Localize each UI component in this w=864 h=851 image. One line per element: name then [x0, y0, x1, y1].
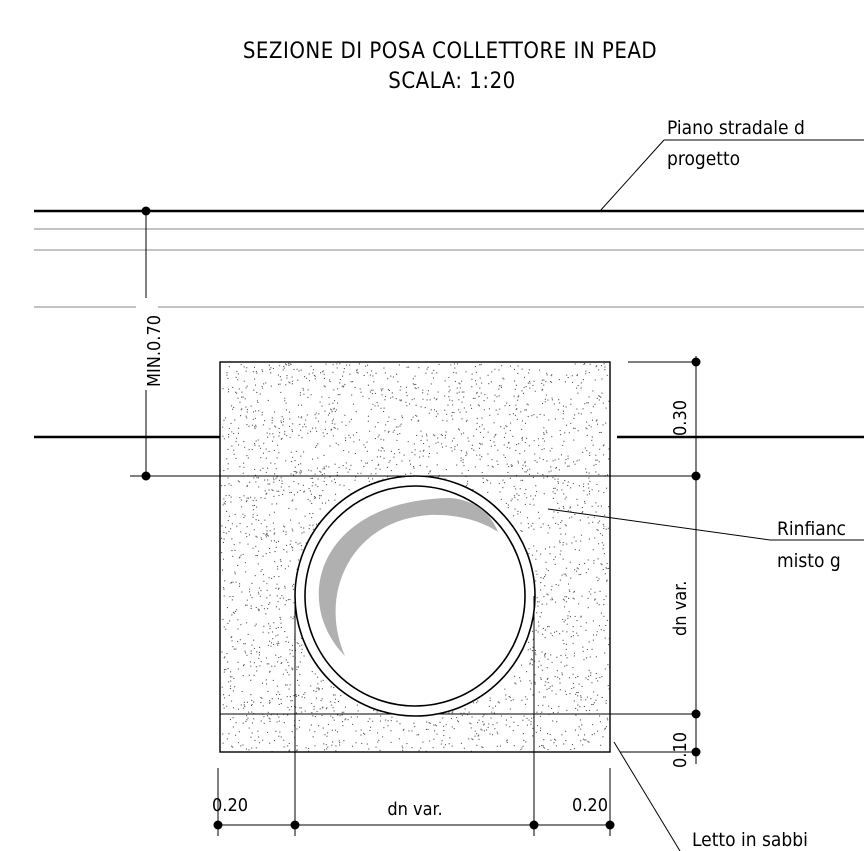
dim-node: [605, 820, 615, 830]
dim-text-mask: [136, 298, 158, 390]
pipe-height-dimension: dn var.: [670, 581, 691, 636]
trench-outline: [219, 361, 611, 753]
pipe-shading: [318, 498, 498, 656]
side-right-dimension: 0.20: [572, 795, 608, 816]
drawing-scale: SCALA: 1:20: [388, 69, 516, 94]
top-cover-dimension: 0.30: [670, 400, 691, 436]
side-left-dimension: 0.20: [212, 795, 248, 816]
dim-node: [290, 820, 300, 830]
backfill-label-2: misto g: [777, 550, 841, 572]
dim-node: [529, 820, 539, 830]
dim-node: [141, 206, 151, 216]
dim-node: [691, 709, 701, 719]
bedding-leader-line: [613, 741, 681, 851]
dim-node: [691, 357, 701, 367]
dim-node: [691, 471, 701, 481]
road-label-2: progetto: [667, 148, 740, 170]
backfill-label: Rinfianc: [777, 518, 846, 540]
min-depth-dimension: MIN.0.70: [144, 315, 165, 387]
pipe-inner-wall: [304, 485, 526, 707]
backfill-leader-line: [547, 508, 771, 541]
pipe-width-dimension: dn var.: [387, 799, 442, 820]
dim-node: [213, 820, 223, 830]
drawing-title: SEZIONE DI POSA COLLETTORE IN PEAD: [243, 39, 657, 64]
road-label: Piano stradale d: [667, 117, 805, 139]
dim-node: [691, 747, 701, 757]
dim-node: [141, 471, 151, 481]
road-leader-line: [599, 139, 665, 212]
bedding-label: Letto in sabbi: [692, 829, 808, 851]
bed-height-dimension: 0.10: [670, 732, 691, 768]
